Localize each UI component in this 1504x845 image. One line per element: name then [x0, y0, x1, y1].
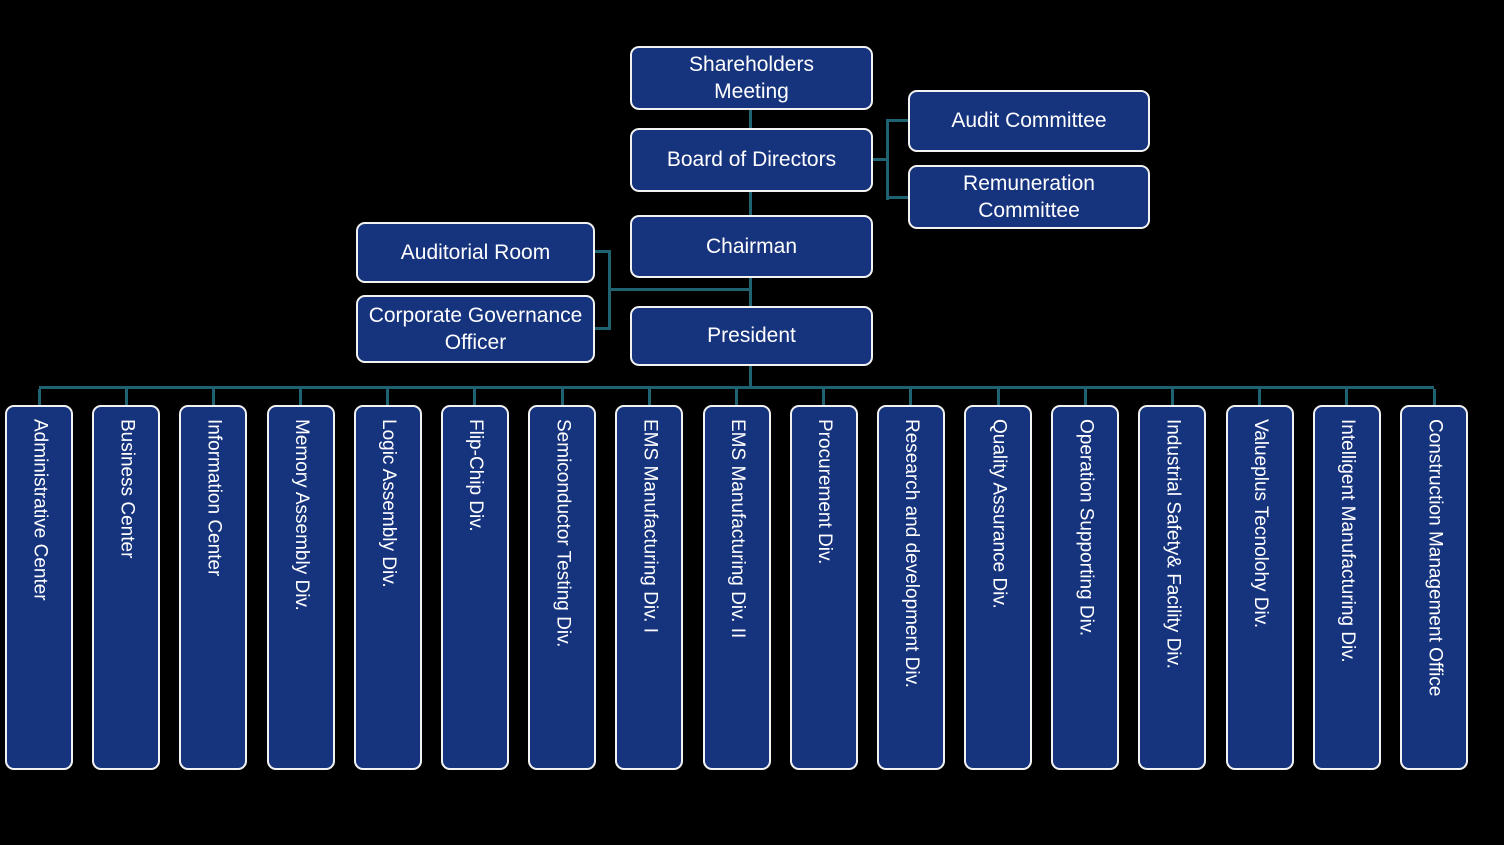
department-box-valueplus-technology: Valueplus Tecnolohy Div. [1225, 405, 1294, 770]
department-item: Logic Assembly Div. [353, 389, 422, 770]
connector-stub [996, 389, 1000, 405]
connector-spine-horizontal [39, 386, 1434, 389]
connector-shareholders-board [749, 110, 752, 130]
connector-stub [822, 389, 826, 405]
department-label: Construction Management Office [1424, 419, 1446, 697]
connector-stub [124, 389, 128, 405]
connector-stub [211, 389, 215, 405]
department-box-flip-chip: Flip-Chip Div. [440, 405, 509, 770]
node-shareholders-meeting: Shareholders Meeting [630, 46, 873, 110]
department-label: Procurement Div. [813, 419, 835, 565]
node-chairman: Chairman [630, 215, 873, 278]
connector-stub [1432, 389, 1436, 405]
department-label: EMS Manufacturing Div. I [639, 419, 661, 634]
department-item: Information Center [179, 389, 248, 770]
connector-chairman-president [749, 278, 752, 306]
node-corporate-governance-officer: Corporate Governance Officer [356, 295, 595, 363]
department-label: Semiconductor Testing Div. [552, 419, 574, 648]
department-box-construction-management: Construction Management Office [1400, 405, 1468, 770]
department-item: EMS Manufacturing Div. I [615, 389, 684, 770]
department-box-operation-supporting: Operation Supporting Div. [1051, 405, 1120, 770]
department-item: Quality Assurance Div. [964, 389, 1033, 770]
department-box-business-center: Business Center [92, 405, 161, 770]
department-item: Semiconductor Testing Div. [528, 389, 597, 770]
department-item: Intelligent Manufacturing Div. [1312, 389, 1381, 770]
department-box-intelligent-manufacturing: Intelligent Manufacturing Div. [1312, 405, 1381, 770]
department-item: Research and development Div. [876, 389, 945, 770]
connector-board-bracket [873, 158, 889, 161]
department-label: Information Center [203, 419, 225, 577]
node-label: Audit Committee [951, 109, 1107, 133]
department-box-information-center: Information Center [179, 405, 248, 770]
connector-stub [1083, 389, 1087, 405]
connector-stub [1170, 389, 1174, 405]
node-label: Auditorial Room [400, 240, 551, 264]
node-label: President [707, 324, 796, 348]
node-label: Board of Directors [666, 148, 837, 172]
department-box-quality-assurance: Quality Assurance Div. [964, 405, 1033, 770]
department-item: Administrative Center [5, 389, 73, 770]
department-label: Administrative Center [29, 419, 51, 601]
department-box-research-development: Research and development Div. [876, 405, 945, 770]
department-label: Quality Assurance Div. [988, 419, 1010, 609]
connector-committee-bracket-vertical [886, 119, 889, 200]
department-box-industrial-safety-facility: Industrial Safety& Facility Div. [1138, 405, 1207, 770]
connector-stub [1258, 389, 1262, 405]
connector-board-chairman [749, 192, 752, 216]
department-label: Valueplus Tecnolohy Div. [1249, 419, 1271, 629]
department-box-logic-assembly: Logic Assembly Div. [353, 405, 422, 770]
department-box-procurement: Procurement Div. [789, 405, 858, 770]
department-label: Flip-Chip Div. [465, 419, 487, 532]
node-label: Chairman [705, 234, 798, 258]
connector-auditorial-bracket [595, 250, 611, 253]
department-box-administrative-center: Administrative Center [5, 405, 73, 770]
connector-to-audit-committee [886, 119, 908, 122]
connector-stub [386, 389, 390, 405]
department-label: Business Center [116, 419, 138, 559]
connector-stub [560, 389, 564, 405]
connector-left-bracket-to-main [608, 288, 751, 291]
node-auditorial-room: Auditorial Room [356, 222, 595, 283]
department-item: Industrial Safety& Facility Div. [1138, 389, 1207, 770]
department-box-ems-manufacturing-2: EMS Manufacturing Div. II [702, 405, 771, 770]
department-label: Logic Assembly Div. [378, 419, 400, 588]
department-label: Industrial Safety& Facility Div. [1162, 419, 1184, 669]
connector-stub [1345, 389, 1349, 405]
department-item: EMS Manufacturing Div. II [702, 389, 771, 770]
connector-to-remuneration-committee [886, 196, 908, 199]
department-item: Memory Assembly Div. [266, 389, 335, 770]
department-item: Construction Management Office [1400, 389, 1468, 770]
department-item: Operation Supporting Div. [1051, 389, 1120, 770]
connector-governance-bracket [595, 327, 611, 330]
connector-stub [37, 389, 41, 405]
node-audit-committee: Audit Committee [908, 90, 1150, 152]
department-label: Intelligent Manufacturing Div. [1337, 419, 1359, 663]
connector-stub [735, 389, 738, 405]
node-label: Corporate Governance Officer [368, 303, 583, 354]
department-box-semiconductor-testing: Semiconductor Testing Div. [528, 405, 597, 770]
department-label: EMS Manufacturing Div. II [726, 419, 748, 639]
department-item: Flip-Chip Div. [440, 389, 509, 770]
department-item: Business Center [92, 389, 161, 770]
node-board-of-directors: Board of Directors [630, 128, 873, 192]
connector-stub [473, 389, 477, 405]
department-label: Memory Assembly Div. [290, 419, 312, 611]
connector-stub [299, 389, 303, 405]
node-label: Shareholders Meeting [689, 52, 814, 103]
department-box-ems-manufacturing-1: EMS Manufacturing Div. I [615, 405, 684, 770]
connector-stub [909, 389, 913, 405]
node-remuneration-committee: Remuneration Committee [908, 165, 1150, 229]
department-label: Operation Supporting Div. [1075, 419, 1097, 637]
node-label: Remuneration Committee [963, 171, 1095, 222]
department-box-memory-assembly: Memory Assembly Div. [266, 405, 335, 770]
connector-president-spine [749, 365, 752, 388]
departments-row: Administrative Center Business Center In… [5, 389, 1468, 770]
department-item: Procurement Div. [789, 389, 858, 770]
department-label: Research and development Div. [901, 419, 923, 688]
connector-stub [647, 389, 651, 405]
department-item: Valueplus Tecnolohy Div. [1225, 389, 1294, 770]
node-president: President [630, 306, 873, 366]
